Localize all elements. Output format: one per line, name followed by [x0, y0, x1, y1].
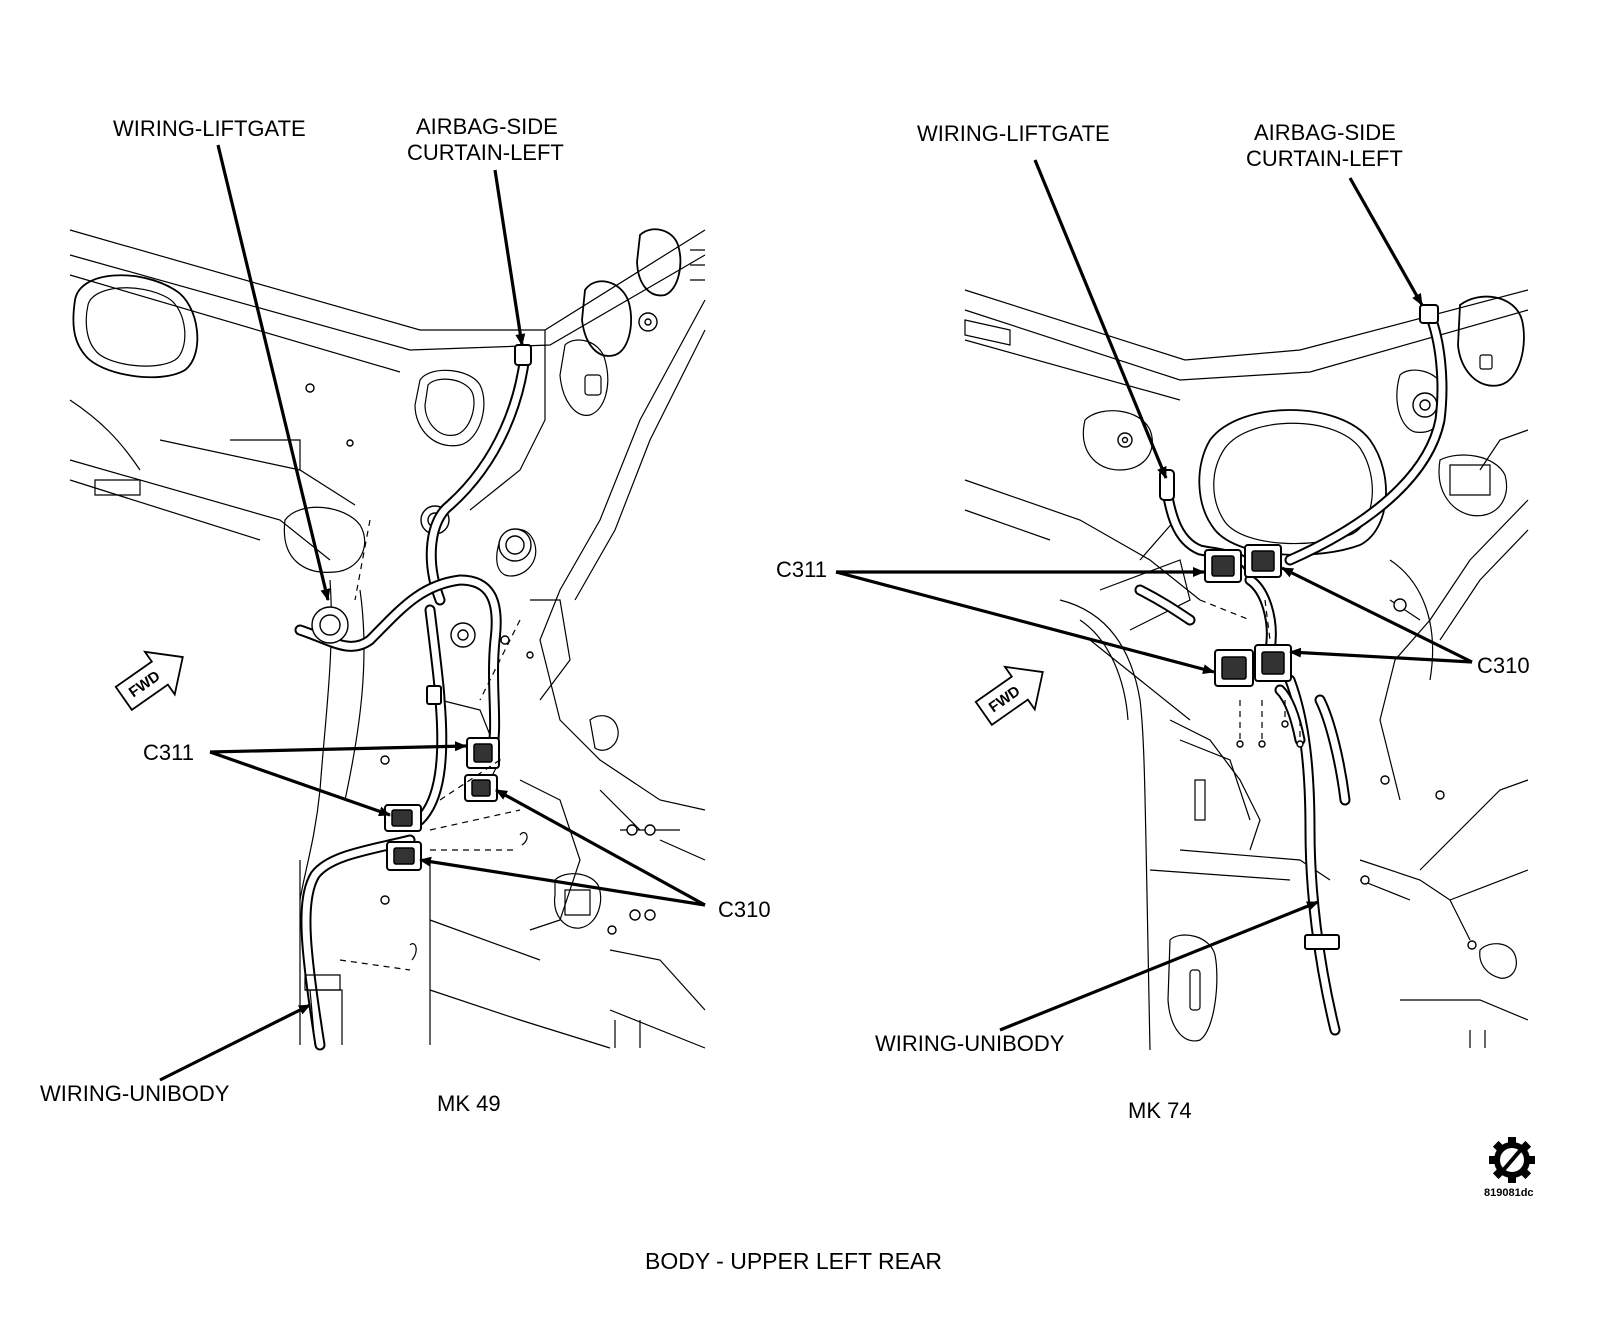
- right-airbag-label-line2: CURTAIN-LEFT: [1246, 146, 1403, 171]
- right-wiring-liftgate-label: WIRING-LIFTGATE: [917, 121, 1110, 146]
- left-wiring-liftgate-label: WIRING-LIFTGATE: [113, 116, 306, 141]
- left-wiring-unibody-label: WIRING-UNIBODY: [40, 1081, 230, 1106]
- figure-id: 819081dc: [1484, 1187, 1534, 1199]
- left-c310-label: C310: [718, 897, 771, 922]
- right-airbag-label-line1: AIRBAG-SIDE: [1254, 120, 1396, 145]
- left-fwd-label: FWD: [126, 668, 164, 702]
- right-c311-label: C311: [776, 557, 827, 582]
- right-body-panel-drawing: [964, 289, 1529, 1051]
- left-view: FWD WIRING-LIFTGATE AIRBAG-SIDE CURTAIN-…: [40, 114, 771, 1116]
- diagram-title: BODY - UPPER LEFT REAR: [645, 1248, 942, 1274]
- right-fwd-label: FWD: [986, 683, 1024, 717]
- right-fwd-indicator: FWD: [974, 665, 1044, 727]
- left-view-caption: MK 49: [437, 1091, 501, 1116]
- left-airbag-label-line2: CURTAIN-LEFT: [407, 140, 564, 165]
- right-view: FWD WIRING-LIFTGATE AIRBAG-SIDE CURTAIN-…: [776, 120, 1530, 1123]
- left-leader-lines: [159, 144, 706, 1082]
- left-airbag-label-line1: AIRBAG-SIDE: [416, 114, 558, 139]
- right-c310-label: C310: [1477, 653, 1530, 678]
- right-wiring-unibody-label: WIRING-UNIBODY: [875, 1031, 1065, 1056]
- left-c311-label: C311: [143, 740, 194, 765]
- right-leader-lines: [835, 159, 1473, 1032]
- left-fwd-indicator: FWD: [114, 650, 184, 712]
- right-view-caption: MK 74: [1128, 1098, 1192, 1123]
- left-body-panel-drawing: [69, 228, 706, 1051]
- gear-slash-icon: [1489, 1137, 1535, 1183]
